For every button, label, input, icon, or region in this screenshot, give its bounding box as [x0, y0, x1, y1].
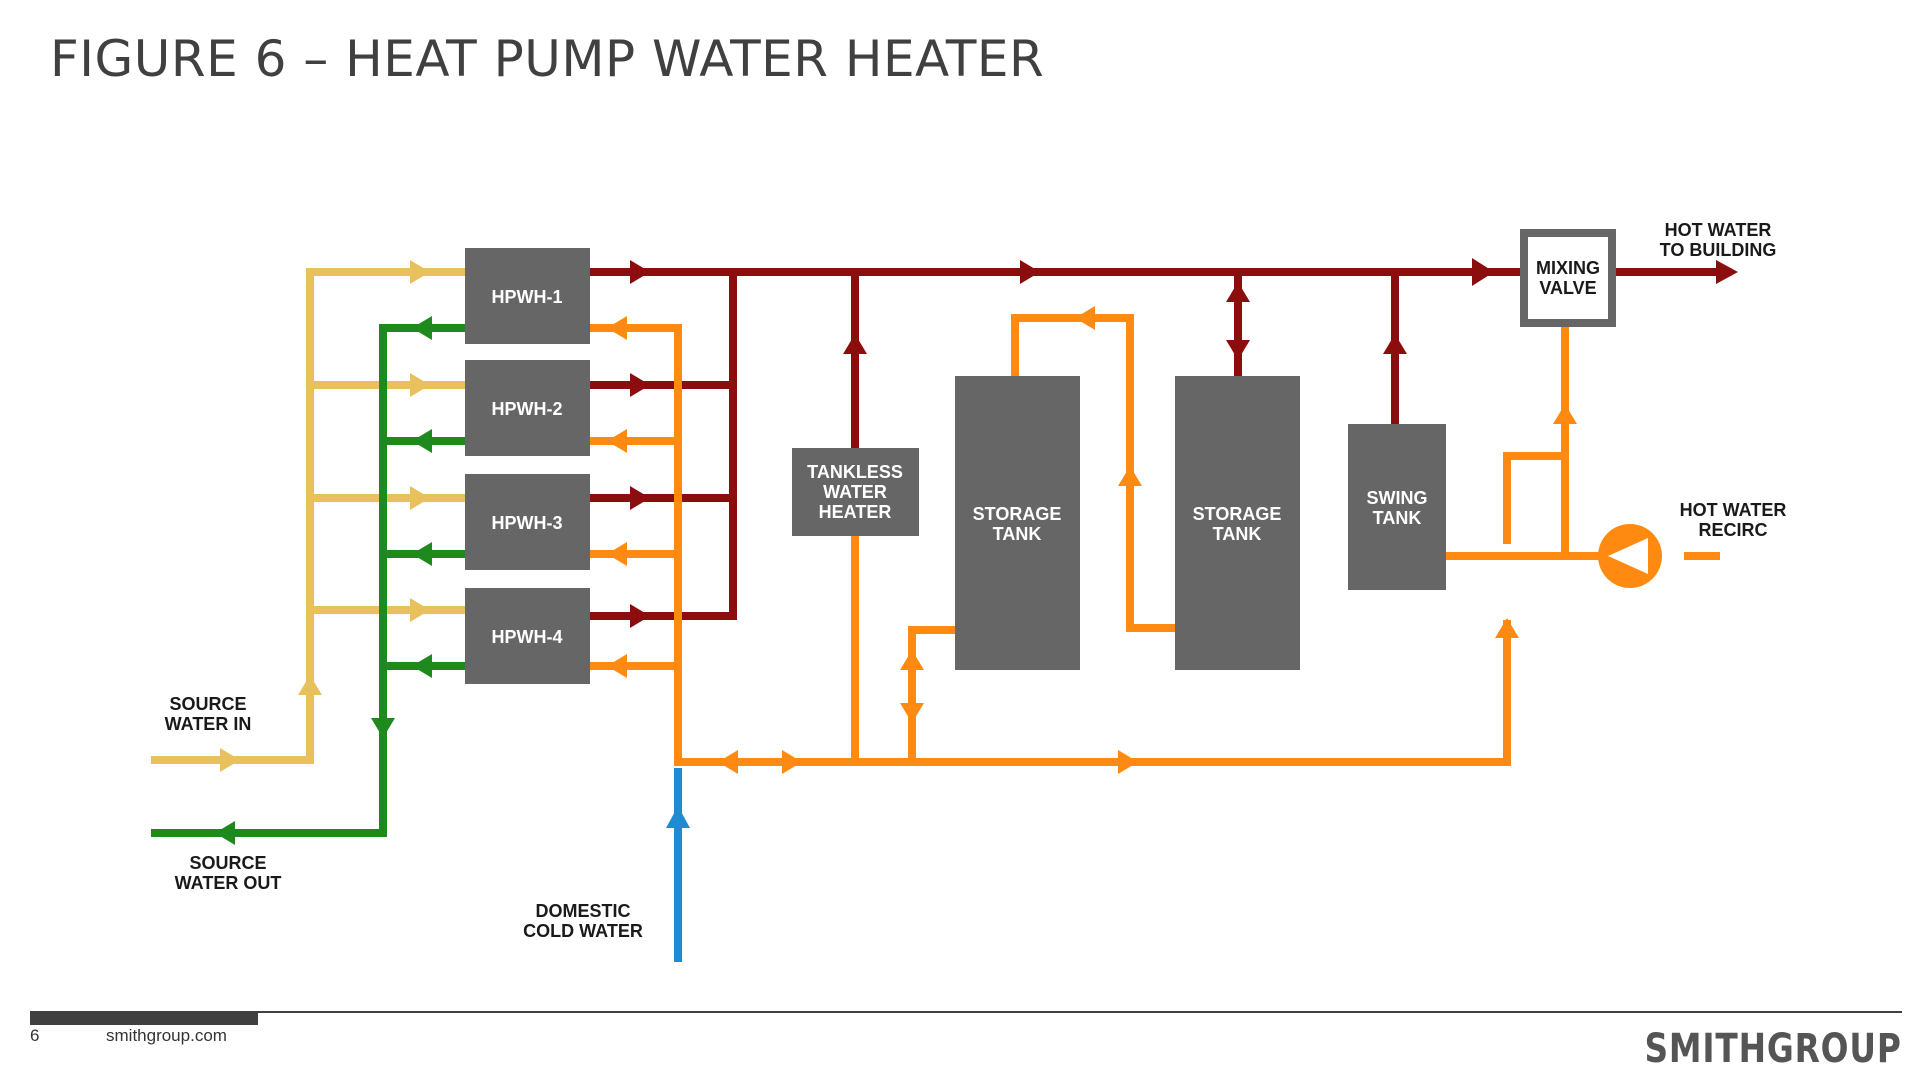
arrow-right-icon	[1020, 260, 1040, 284]
arrow-left-icon	[412, 542, 432, 566]
arrow-left-icon	[412, 316, 432, 340]
source-water-out-piping	[151, 316, 469, 845]
arrow-right-icon	[410, 486, 430, 510]
label-source-water-in: SOURCE WATER IN	[165, 694, 252, 734]
svg-text:HOT WATER: HOT WATER	[1680, 500, 1787, 520]
svg-text:TO BUILDING: TO BUILDING	[1660, 240, 1777, 260]
domestic-cold-water-piping	[666, 768, 690, 962]
arrow-right-icon	[1716, 260, 1738, 284]
svg-text:STORAGE: STORAGE	[973, 504, 1062, 524]
hpwh-4: HPWH-4	[465, 588, 590, 684]
arrow-down-icon	[371, 718, 395, 738]
heat-pump-diagram: .ln { fill:none; stroke-width:8; stroke-…	[151, 220, 1787, 962]
svg-text:HEATER: HEATER	[819, 502, 892, 522]
hpwh-1: HPWH-1	[465, 248, 590, 344]
svg-text:TANKLESS: TANKLESS	[807, 462, 903, 482]
arrow-up-icon	[1553, 404, 1577, 424]
arrow-left-icon	[412, 429, 432, 453]
warm-water-piping	[586, 306, 1720, 774]
hpwh-1-label: HPWH-1	[492, 287, 563, 307]
arrow-right-icon	[410, 260, 430, 284]
arrow-left-icon	[1075, 306, 1095, 330]
arrow-up-icon	[900, 650, 924, 670]
arrow-right-icon	[630, 373, 650, 397]
svg-text:COLD WATER: COLD WATER	[523, 921, 643, 941]
arrow-left-icon	[215, 821, 235, 845]
arrow-left-icon	[718, 750, 738, 774]
arrow-left-icon	[607, 654, 627, 678]
arrow-up-icon	[298, 675, 322, 695]
svg-text:HOT WATER: HOT WATER	[1665, 220, 1772, 240]
footer-accent-bar	[30, 1011, 258, 1025]
arrow-up-icon	[843, 334, 867, 354]
page-number: 6	[30, 1026, 40, 1045]
svg-text:WATER: WATER	[823, 482, 887, 502]
svg-text:VALVE: VALVE	[1539, 278, 1596, 298]
arrow-right-icon	[1118, 750, 1138, 774]
svg-text:MIXING: MIXING	[1536, 258, 1600, 278]
storage-tank-1: STORAGE TANK	[955, 376, 1080, 670]
hpwh-2: HPWH-2	[465, 360, 590, 456]
hpwh-3-label: HPWH-3	[492, 513, 563, 533]
arrow-up-icon	[1495, 618, 1519, 638]
arrow-right-icon	[782, 750, 802, 774]
svg-text:WATER IN: WATER IN	[165, 714, 252, 734]
arrow-up-icon	[1118, 466, 1142, 486]
svg-text:TANK: TANK	[993, 524, 1042, 544]
hpwh-2-label: HPWH-2	[492, 399, 563, 419]
pump-arrow-icon	[1608, 538, 1648, 574]
svg-text:STORAGE: STORAGE	[1193, 504, 1282, 524]
arrow-up-icon	[666, 806, 690, 828]
label-hot-water-to-building: HOT WATER TO BUILDING	[1660, 220, 1777, 260]
arrow-left-icon	[607, 542, 627, 566]
arrow-right-icon	[410, 598, 430, 622]
arrow-right-icon	[630, 486, 650, 510]
arrow-right-icon	[630, 260, 650, 284]
page-title: FIGURE 6 – HEAT PUMP WATER HEATER	[50, 30, 1045, 88]
svg-text:TANK: TANK	[1373, 508, 1422, 528]
arrow-right-icon	[1472, 258, 1494, 286]
svg-text:RECIRC: RECIRC	[1698, 520, 1767, 540]
svg-text:TANK: TANK	[1213, 524, 1262, 544]
arrow-left-icon	[607, 429, 627, 453]
arrow-up-icon	[1383, 334, 1407, 354]
hpwh-3: HPWH-3	[465, 474, 590, 570]
arrow-right-icon	[630, 604, 650, 628]
arrow-right-icon	[410, 373, 430, 397]
mixing-valve: MIXING VALVE	[1520, 229, 1616, 327]
hpwh-4-label: HPWH-4	[492, 627, 563, 647]
arrow-left-icon	[412, 654, 432, 678]
svg-text:SOURCE: SOURCE	[189, 853, 266, 873]
brand-logo: SMITHGROUP	[1644, 1026, 1902, 1072]
svg-text:WATER OUT: WATER OUT	[175, 873, 282, 893]
svg-text:DOMESTIC: DOMESTIC	[535, 901, 630, 921]
svg-text:SOURCE: SOURCE	[169, 694, 246, 714]
hot-water-piping	[586, 258, 1738, 628]
footer-link[interactable]: smithgroup.com	[106, 1026, 227, 1045]
tankless-water-heater: TANKLESS WATER HEATER	[792, 448, 919, 536]
label-source-water-out: SOURCE WATER OUT	[175, 853, 282, 893]
label-hot-water-recirc: HOT WATER RECIRC	[1680, 500, 1787, 540]
arrow-right-icon	[220, 748, 240, 772]
arrow-down-icon	[900, 703, 924, 723]
label-domestic-cold-water: DOMESTIC COLD WATER	[523, 901, 643, 941]
svg-text:SWING: SWING	[1367, 488, 1428, 508]
footer-divider	[30, 1011, 1902, 1013]
arrow-down-icon	[1226, 340, 1250, 360]
arrow-left-icon	[607, 316, 627, 340]
arrow-up-icon	[1226, 282, 1250, 302]
storage-tank-2: STORAGE TANK	[1175, 376, 1300, 670]
swing-tank: SWING TANK	[1348, 424, 1446, 590]
source-water-in-piping	[151, 260, 469, 772]
